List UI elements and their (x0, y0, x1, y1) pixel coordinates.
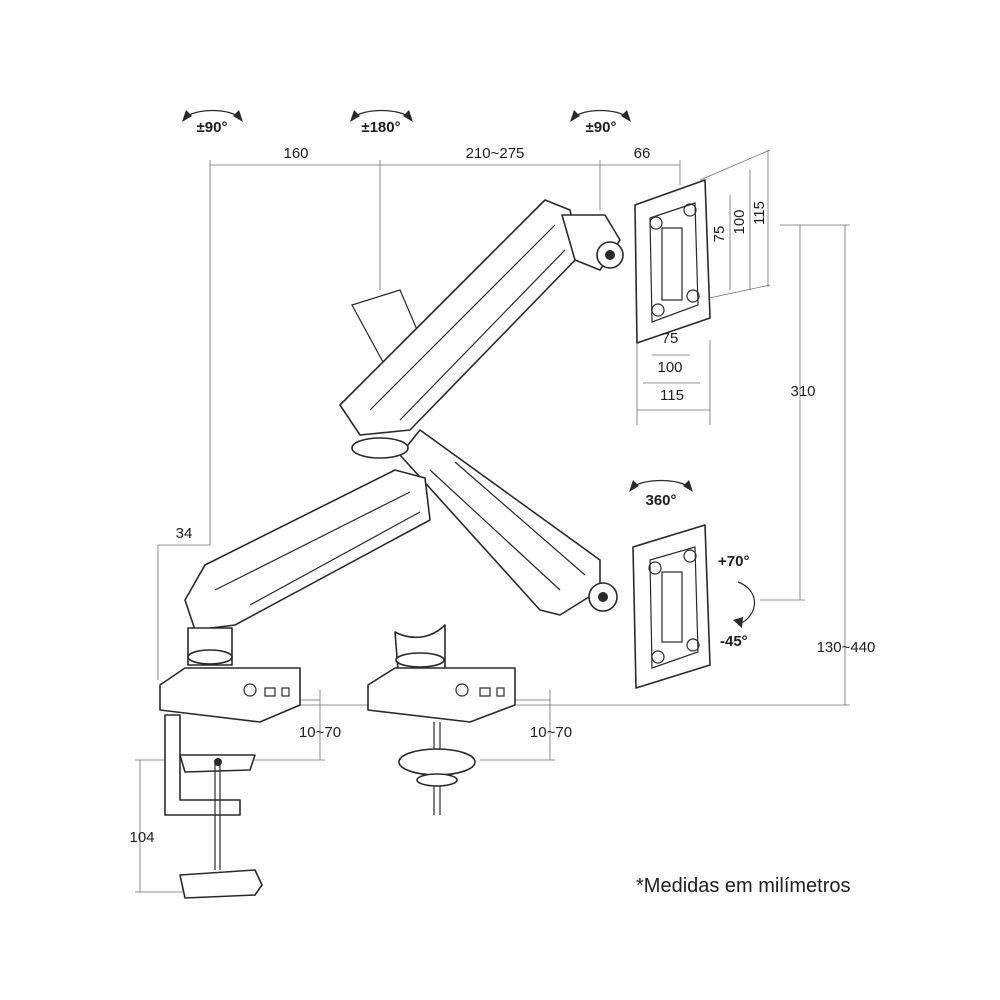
tilt-down-label: -45° (720, 633, 748, 650)
dimension-labels: 160 210~275 66 75 100 115 75 100 115 310… (129, 145, 875, 846)
dim-head-offset: 66 (634, 145, 651, 162)
grommet-mount (367, 624, 516, 815)
rotation-arm-elbow-label: ±180° (361, 119, 400, 136)
dim-vesa-v-115: 115 (751, 201, 768, 225)
dim-upper-arm: 210~275 (466, 145, 525, 162)
arm-lower-position (399, 429, 711, 689)
dimension-lines (135, 149, 850, 893)
rotation-badge-head: ±90° (570, 109, 631, 136)
dim-height-range: 130~440 (817, 639, 876, 656)
dim-vesa-h-100: 100 (657, 359, 682, 376)
dim-vesa-v-100: 100 (731, 209, 748, 234)
rotation-head-label: ±90° (586, 119, 617, 136)
dim-vesa-v-75: 75 (711, 226, 728, 243)
rotation-badge-vesa-spin: 360° (629, 479, 693, 509)
tilt-indicator: +70° -45° (718, 553, 755, 650)
rotation-arm-base-label: ±90° (197, 119, 228, 136)
tilt-up-label: +70° (718, 553, 749, 570)
arm-upper-position (159, 179, 711, 899)
dim-vesa-h-75: 75 (662, 330, 679, 347)
dim-base-offset: 34 (176, 525, 193, 542)
footnote: *Medidas em milímetros (636, 875, 851, 897)
rotation-vesa-spin-label: 360° (645, 492, 676, 509)
dim-clamp-depth: 104 (129, 829, 154, 846)
dim-lower-arm: 160 (283, 145, 308, 162)
dim-clamp-range: 10~70 (299, 724, 341, 741)
dim-grommet-range: 10~70 (530, 724, 572, 741)
dim-vesa-h-115: 115 (660, 387, 684, 404)
rotation-badge-arm-elbow: ±180° (350, 109, 413, 136)
rotation-badge-arm-base: ±90° (182, 109, 243, 136)
dim-vertical-travel: 310 (790, 383, 815, 400)
